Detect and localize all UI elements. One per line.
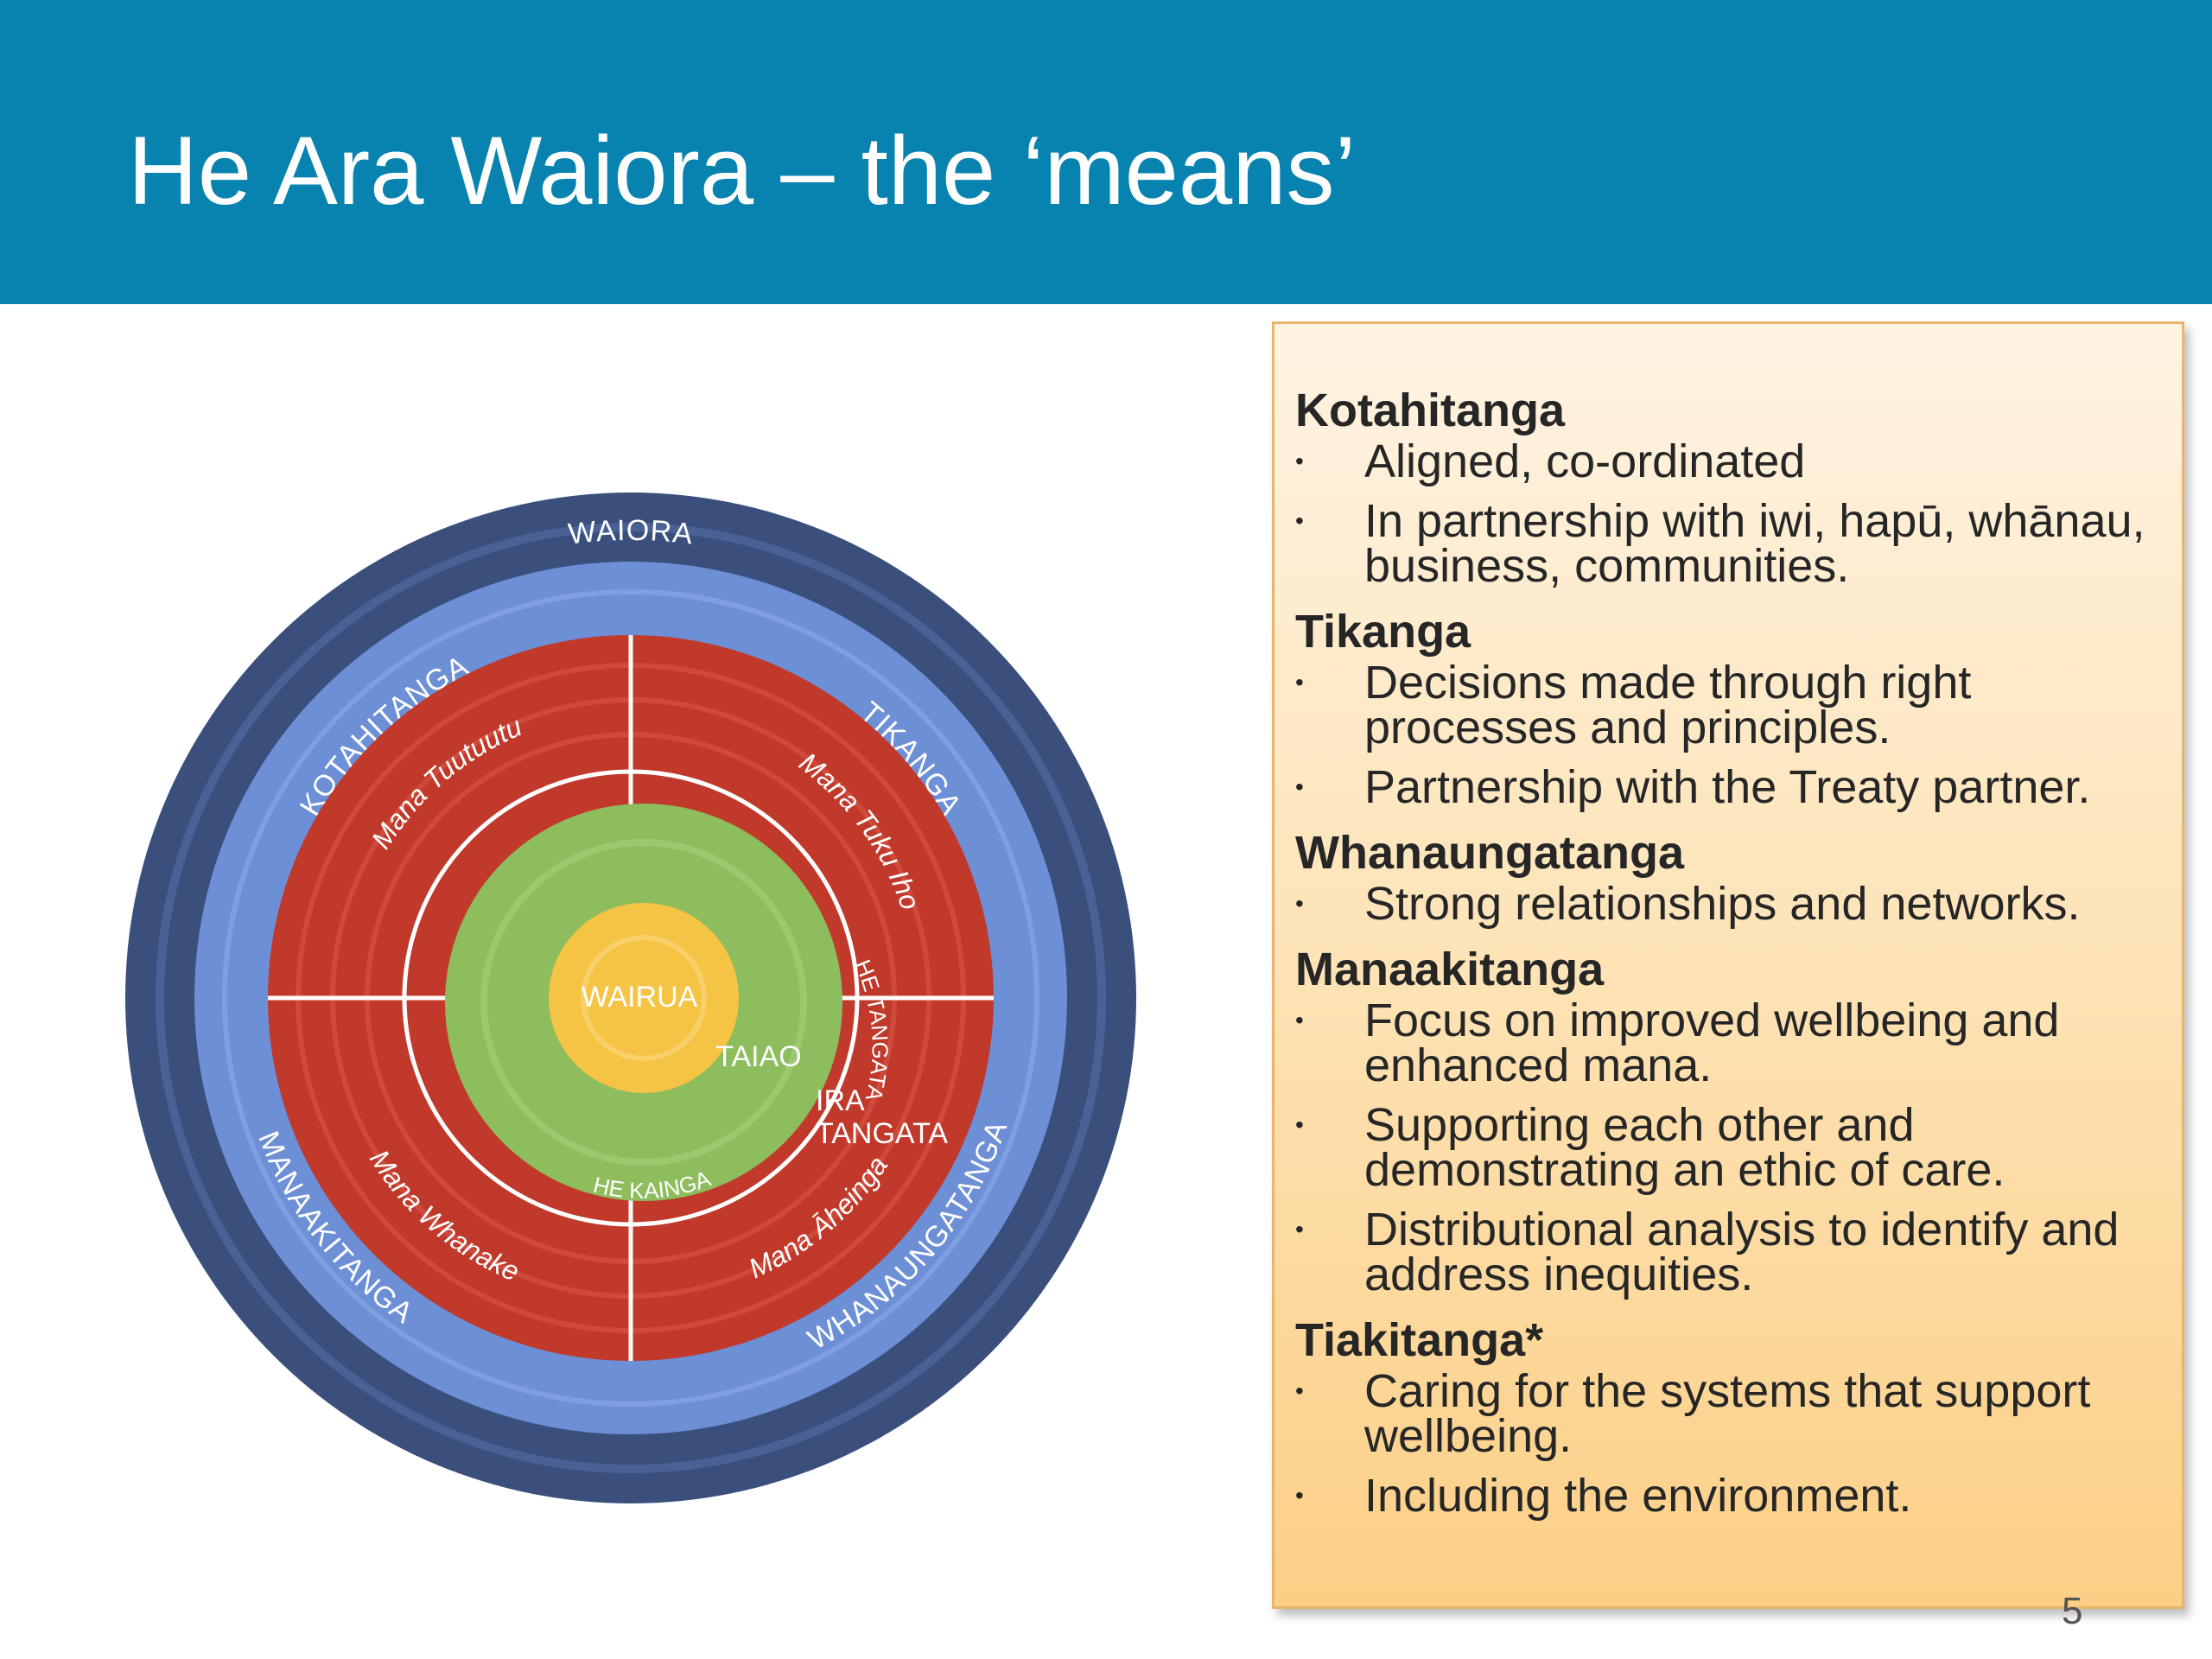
section-kotahitanga: Kotahitanga Aligned, co-ordinated In par… <box>1295 382 2164 588</box>
page-number: 5 <box>2062 1590 2082 1633</box>
section-whanaungatanga: Whanaungatanga Strong relationships and … <box>1295 824 2164 926</box>
he-ara-waiora-diagram: WAIORA KOTAHITANGA TIKANGA WHANAUNGATANG… <box>121 488 1141 1508</box>
bullet-item: Strong relationships and networks. <box>1295 881 2164 926</box>
section-tiakitanga: Tiakitanga* Caring for the systems that … <box>1295 1312 2164 1518</box>
section-heading: Manaakitanga <box>1295 941 2164 998</box>
tangata-label: TANGATA <box>816 1117 948 1150</box>
bullet-item: Aligned, co-ordinated <box>1295 439 2164 484</box>
bullet-item: Focus on improved wellbeing and enhanced… <box>1295 998 2164 1088</box>
section-manaakitanga: Manaakitanga Focus on improved wellbeing… <box>1295 941 2164 1297</box>
bullet-item: In partnership with iwi, hapū, whānau, b… <box>1295 499 2164 588</box>
wairua-label: WAIRUA <box>582 981 698 1014</box>
taiao-label: TAIAO <box>715 1040 802 1073</box>
waiora-label: WAIORA <box>567 514 696 551</box>
diagram-svg: WAIORA KOTAHITANGA TIKANGA WHANAUNGATANG… <box>121 488 1141 1508</box>
slide-title: He Ara Waiora – the ‘means’ <box>128 111 1356 232</box>
means-panel: Kotahitanga Aligned, co-ordinated In par… <box>1272 321 2184 1609</box>
section-tikanga: Tikanga Decisions made through right pro… <box>1295 603 2164 810</box>
bullet-item: Distributional analysis to identify and … <box>1295 1207 2164 1297</box>
bullet-item: Supporting each other and demonstrating … <box>1295 1103 2164 1192</box>
bullet-item: Including the environment. <box>1295 1473 2164 1518</box>
ira-label: IRA <box>816 1084 865 1117</box>
section-heading: Tiakitanga* <box>1295 1312 2164 1369</box>
section-heading: Kotahitanga <box>1295 382 2164 439</box>
bullet-item: Partnership with the Treaty partner. <box>1295 765 2164 810</box>
section-heading: Whanaungatanga <box>1295 824 2164 881</box>
bullet-item: Caring for the systems that support well… <box>1295 1369 2164 1459</box>
section-heading: Tikanga <box>1295 603 2164 660</box>
title-bar: He Ara Waiora – the ‘means’ <box>0 0 2212 304</box>
bullet-item: Decisions made through right processes a… <box>1295 660 2164 750</box>
